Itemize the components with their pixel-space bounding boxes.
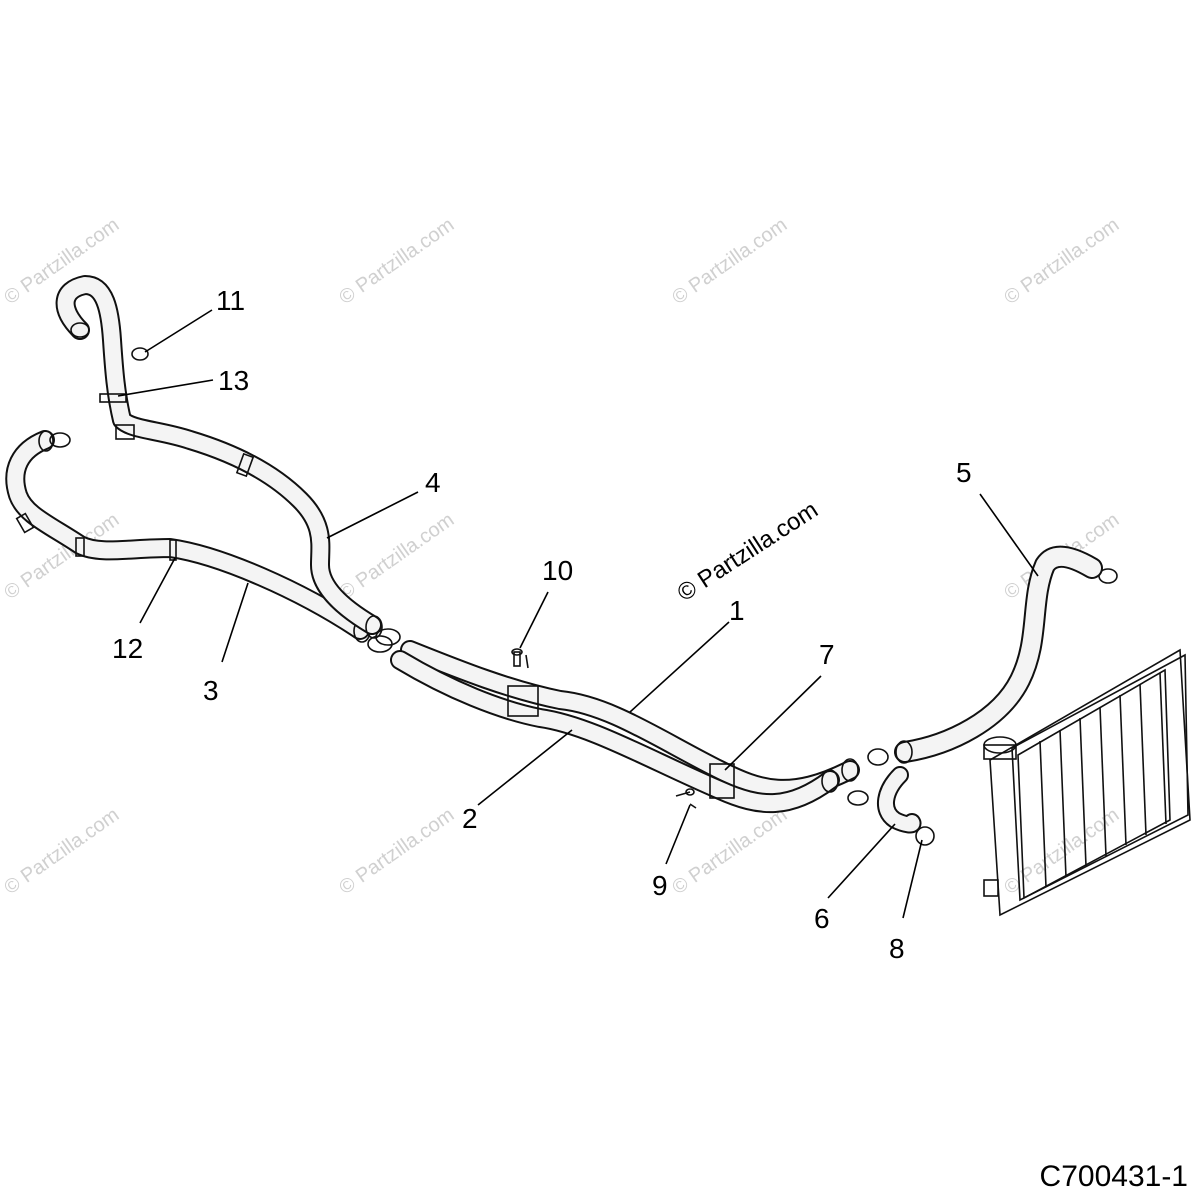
hose-1 — [400, 640, 860, 799]
leader-7 — [724, 675, 822, 771]
watermark: © Partzilla.com — [335, 804, 458, 899]
hose-2 — [390, 650, 840, 814]
leader-5 — [979, 493, 1039, 577]
leader-11 — [144, 309, 213, 353]
hose-4 — [55, 275, 383, 639]
hose-brackets — [507, 685, 735, 799]
watermark: © Partzilla.com — [335, 509, 458, 604]
callout-6: 6 — [814, 903, 830, 934]
callout-7: 7 — [819, 639, 835, 670]
callout-12: 12 — [112, 633, 143, 664]
leader-9 — [665, 804, 691, 865]
callout-3: 3 — [203, 675, 219, 706]
watermark: © Partzilla.com — [668, 214, 791, 309]
leader-3 — [221, 582, 249, 663]
leader-12 — [139, 557, 176, 624]
watermark: © Partzilla.com — [0, 804, 123, 899]
callout-10: 10 — [542, 555, 573, 586]
leader-2 — [477, 729, 573, 806]
callouts: 1 2 3 4 5 6 7 8 9 10 11 12 13 — [112, 285, 972, 964]
hose-3 — [5, 430, 371, 643]
leader-8 — [902, 839, 923, 919]
watermark: © Partzilla.com — [668, 804, 791, 899]
hose-5 — [894, 545, 1103, 764]
leader-10 — [519, 591, 549, 649]
fastener-9 — [675, 788, 697, 809]
leader-lines — [117, 309, 1039, 919]
callout-9: 9 — [652, 870, 668, 901]
callout-4: 4 — [425, 467, 441, 498]
callout-2: 2 — [462, 803, 478, 834]
callout-13: 13 — [218, 365, 249, 396]
hose-6 — [877, 766, 922, 834]
callout-5: 5 — [956, 457, 972, 488]
callout-1: 1 — [729, 595, 745, 626]
watermark: © Partzilla.com — [335, 214, 458, 309]
leader-1 — [629, 621, 730, 713]
watermark: © Partzilla.com — [1000, 214, 1123, 309]
clamp-11 — [131, 347, 149, 361]
leader-13 — [117, 379, 214, 397]
fastener-10 — [511, 648, 529, 669]
main-watermark: © Partzilla.com — [673, 496, 823, 607]
radiator — [983, 648, 1191, 917]
joint-clamps — [367, 628, 401, 653]
diagram-code: C700431-1 — [1040, 1160, 1188, 1193]
callout-8: 8 — [889, 933, 905, 964]
leader-4 — [326, 491, 419, 539]
callout-11: 11 — [216, 285, 245, 316]
leader-6 — [827, 823, 896, 899]
